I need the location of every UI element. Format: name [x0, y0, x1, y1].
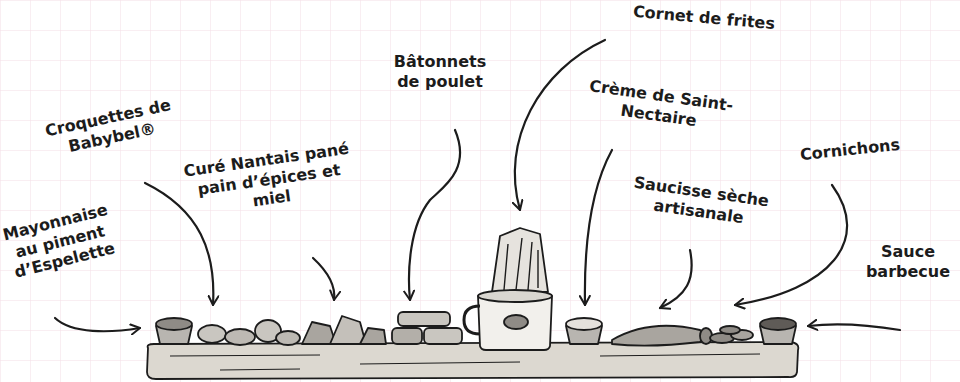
gherkin: [720, 326, 740, 334]
platter: [147, 228, 798, 379]
croquette: [225, 329, 255, 345]
leader-lines: [55, 40, 900, 331]
leader-line: [808, 324, 900, 330]
croquette: [198, 325, 226, 343]
barbecue-sauce: [760, 318, 796, 330]
chicken-stick: [424, 328, 462, 344]
chicken-stick: [392, 328, 422, 344]
callout-label: Crème de Saint-Nectaire: [582, 76, 738, 136]
leader-line: [145, 183, 213, 305]
cream-sauce: [566, 318, 602, 330]
mayonnaise-sauce: [156, 318, 192, 330]
callout-label: Sauce barbecue: [860, 242, 956, 281]
cheese-piece: [360, 328, 386, 344]
leader-line: [409, 130, 460, 300]
callout-label: Cornet de frites: [604, 0, 805, 36]
callout-label: Curé Nantais pané pain d’épices et miel: [177, 138, 361, 221]
mug-rim: [478, 290, 552, 302]
croquette: [276, 331, 300, 345]
enamel-mug: [478, 296, 552, 350]
callout-label: Saucisse sèche artisanale: [622, 172, 778, 232]
fries: [504, 238, 538, 290]
leader-line: [313, 258, 334, 300]
leader-line: [660, 250, 692, 308]
paper-cone: [492, 228, 548, 292]
mug-logo: [504, 315, 528, 329]
callout-label: Mayonnaise au piment d’Espelette: [0, 199, 121, 283]
wooden-board: [147, 342, 798, 379]
dry-sausage: [612, 326, 703, 346]
chicken-stick: [398, 312, 450, 326]
leader-line: [585, 150, 612, 305]
mug-handle: [464, 306, 480, 334]
leader-line: [515, 40, 605, 210]
wood-grain: [170, 354, 760, 370]
cheese-piece: [330, 316, 366, 344]
callout-label: Cornichons: [787, 134, 912, 166]
leader-line: [55, 318, 140, 331]
callout-label: Croquettes de Babybel®: [37, 94, 182, 161]
callout-label: Bâtonnets de poulet: [384, 52, 496, 91]
